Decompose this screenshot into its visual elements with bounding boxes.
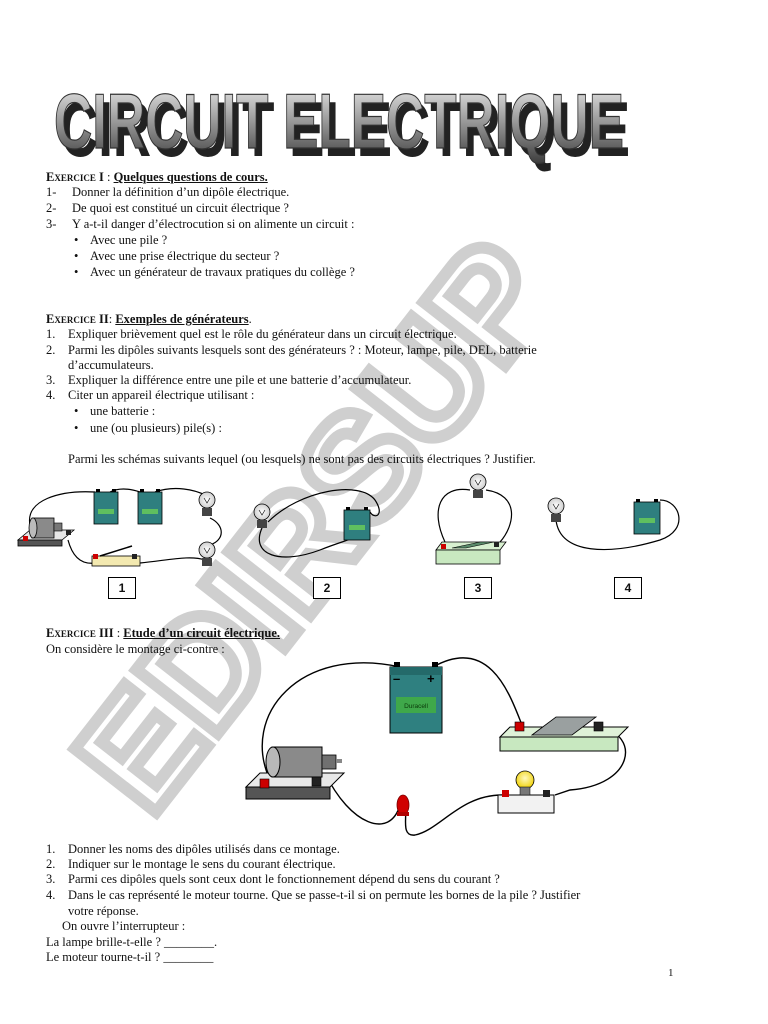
ex3-open-switch: On ouvre l’interrupteur : (62, 919, 186, 933)
ex1-item-3: Y a-t-il danger d’électrocution si on al… (72, 217, 355, 231)
led-icon (396, 794, 410, 816)
battery-icon (633, 499, 661, 535)
ex2-item-2: Parmi les dipôles suivants lesquels sont… (68, 343, 537, 357)
ex2-heading: Exercice II: Exemples de générateurs. (46, 312, 252, 326)
ex3-intro: On considère le montage ci-contre : (46, 642, 225, 656)
ex3-item-4: Dans le cas représenté le moteur tourne.… (68, 888, 581, 902)
ex2-bullet-1: une batterie : (74, 404, 155, 419)
lamp-icon (497, 770, 555, 814)
ex2-item-2-cont: d’accumulateurs. (68, 358, 154, 372)
ex3-heading: Exercice III : Etude d’un circuit électr… (46, 626, 280, 640)
ex3-item-1: Donner les noms des dipôles utilisés dan… (68, 842, 340, 856)
page-title: CIRCUIT ELECTRIQUE CIRCUIT ELECTRIQUE (40, 68, 640, 178)
circuit-label-1: 1 (108, 577, 136, 599)
svg-text:+: + (427, 671, 435, 686)
battery-icon: – + Duracell (389, 662, 443, 734)
ex1-heading: Exercice I : Quelques questions de cours… (46, 170, 268, 184)
circuit-label-3: 3 (464, 577, 492, 599)
ex2-item-4: Citer un appareil électrique utilisant : (68, 388, 255, 402)
title-shadow: CIRCUIT ELECTRIQUE (60, 85, 630, 173)
ex3-item-4-cont: votre réponse. (68, 904, 139, 918)
lamp-icon (198, 541, 216, 566)
ex3-num-2: 2. (46, 857, 56, 871)
ex3-question-lamp: La lampe brille-t-elle ? ________. (46, 935, 218, 949)
ex1-num-1: 1- (46, 185, 57, 199)
ex2-item-1: Expliquer brièvement quel est le rôle du… (68, 327, 457, 341)
switch-icon (91, 545, 141, 567)
motor-icon (16, 517, 76, 547)
ex2-bullet-2: une (ou plusieurs) pile(s) : (74, 421, 222, 436)
ex3-num-1: 1. (46, 842, 56, 856)
ex1-item-2: De quoi est constitué un circuit électri… (72, 201, 289, 215)
lamp-icon (253, 503, 271, 528)
lamp-icon (198, 491, 216, 516)
lamp-icon (469, 473, 487, 498)
page-number: 1 (668, 967, 674, 979)
ex1-bullet-3: Avec un générateur de travaux pratiques … (74, 265, 355, 280)
ex1-bullet-1: Avec une pile ? (74, 233, 167, 248)
main-circuit-diagram: – + Duracell (244, 657, 630, 836)
battery-icon (93, 489, 119, 525)
title-text: CIRCUIT ELECTRIQUE (54, 77, 624, 165)
ex1-num-3: 3- (46, 217, 57, 231)
ex2-item-3: Expliquer la différence entre une pile e… (68, 373, 412, 387)
switch-icon (435, 541, 507, 565)
ex2-num-3: 3. (46, 373, 56, 387)
ex2-question: Parmi les schémas suivants lequel (ou le… (68, 452, 536, 466)
battery-icon (343, 507, 371, 541)
switch-icon (498, 716, 630, 752)
ex1-num-2: 2- (46, 201, 57, 215)
circuit-label-2: 2 (313, 577, 341, 599)
ex3-num-3: 3. (46, 872, 56, 886)
ex2-num-4: 4. (46, 388, 56, 402)
ex1-bullet-2: Avec une prise électrique du secteur ? (74, 249, 279, 264)
ex3-item-3: Parmi ces dipôles quels sont ceux dont l… (68, 872, 500, 886)
ex2-num-1: 1. (46, 327, 56, 341)
lamp-icon (547, 497, 565, 522)
circuits-figure (16, 473, 680, 567)
ex3-question-motor: Le moteur tourne-t-il ? ________ (46, 950, 214, 964)
ex1-item-1: Donner la définition d’un dipôle électri… (72, 185, 290, 199)
svg-text:–: – (393, 671, 400, 686)
ex3-num-4: 4. (46, 888, 56, 902)
battery-icon (137, 489, 163, 525)
motor-icon (244, 746, 346, 800)
ex2-num-2: 2. (46, 343, 56, 357)
circuit-label-4: 4 (614, 577, 642, 599)
ex3-item-2: Indiquer sur le montage le sens du coura… (68, 857, 336, 871)
svg-text:Duracell: Duracell (404, 703, 428, 710)
